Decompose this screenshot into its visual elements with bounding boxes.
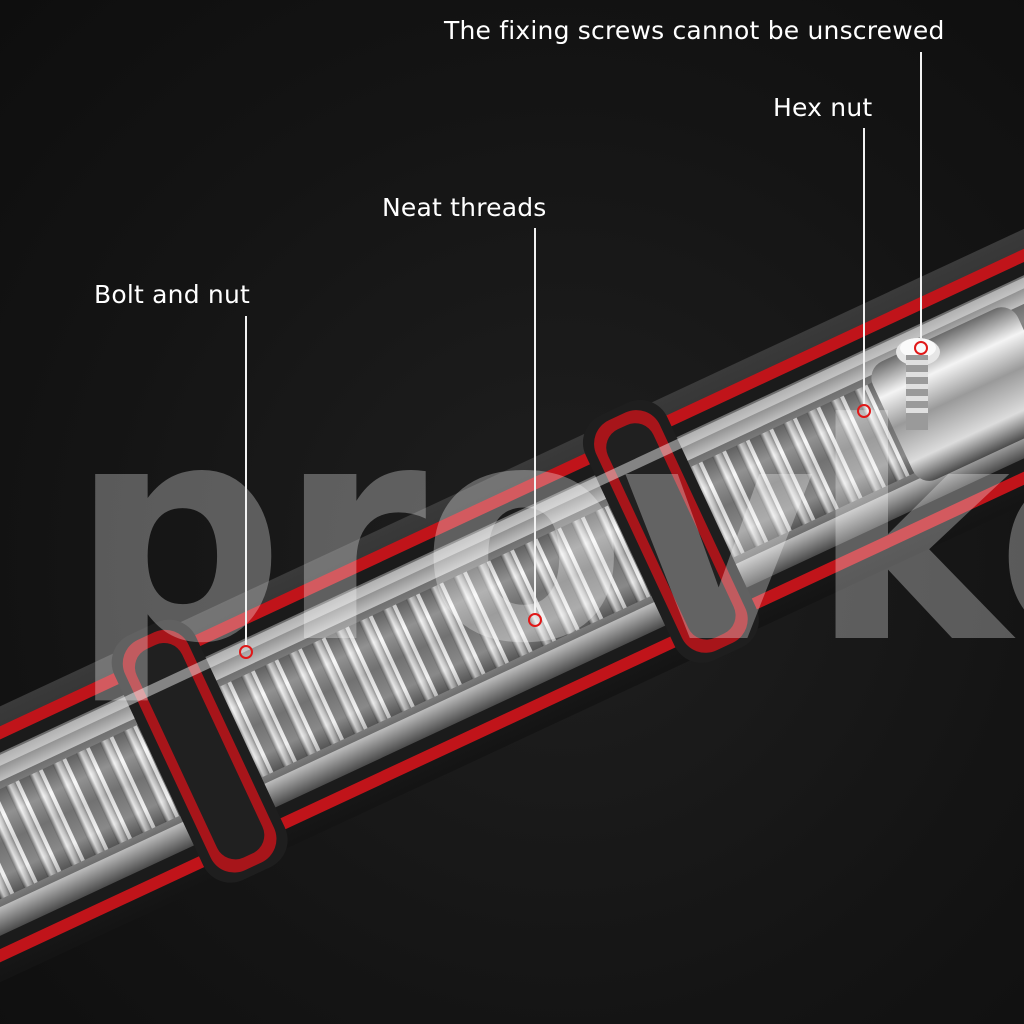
marker-neat-threads xyxy=(528,613,542,627)
callout-bolt-and-nut: Bolt and nut xyxy=(94,280,251,309)
marker-hex-nut xyxy=(857,404,871,418)
callout-fixing-screws: The fixing screws cannot be unscrewed xyxy=(444,16,945,45)
leader-line-hex-nut xyxy=(863,128,865,406)
leader-line-fixing-screws xyxy=(920,52,922,342)
marker-fixing-screws xyxy=(914,341,928,355)
marker-bolt-and-nut xyxy=(239,645,253,659)
leader-line-bolt-and-nut xyxy=(245,316,247,646)
callout-neat-threads: Neat threads xyxy=(382,193,547,222)
leader-line-neat-threads xyxy=(534,228,536,614)
callout-hex-nut: Hex nut xyxy=(773,93,873,122)
